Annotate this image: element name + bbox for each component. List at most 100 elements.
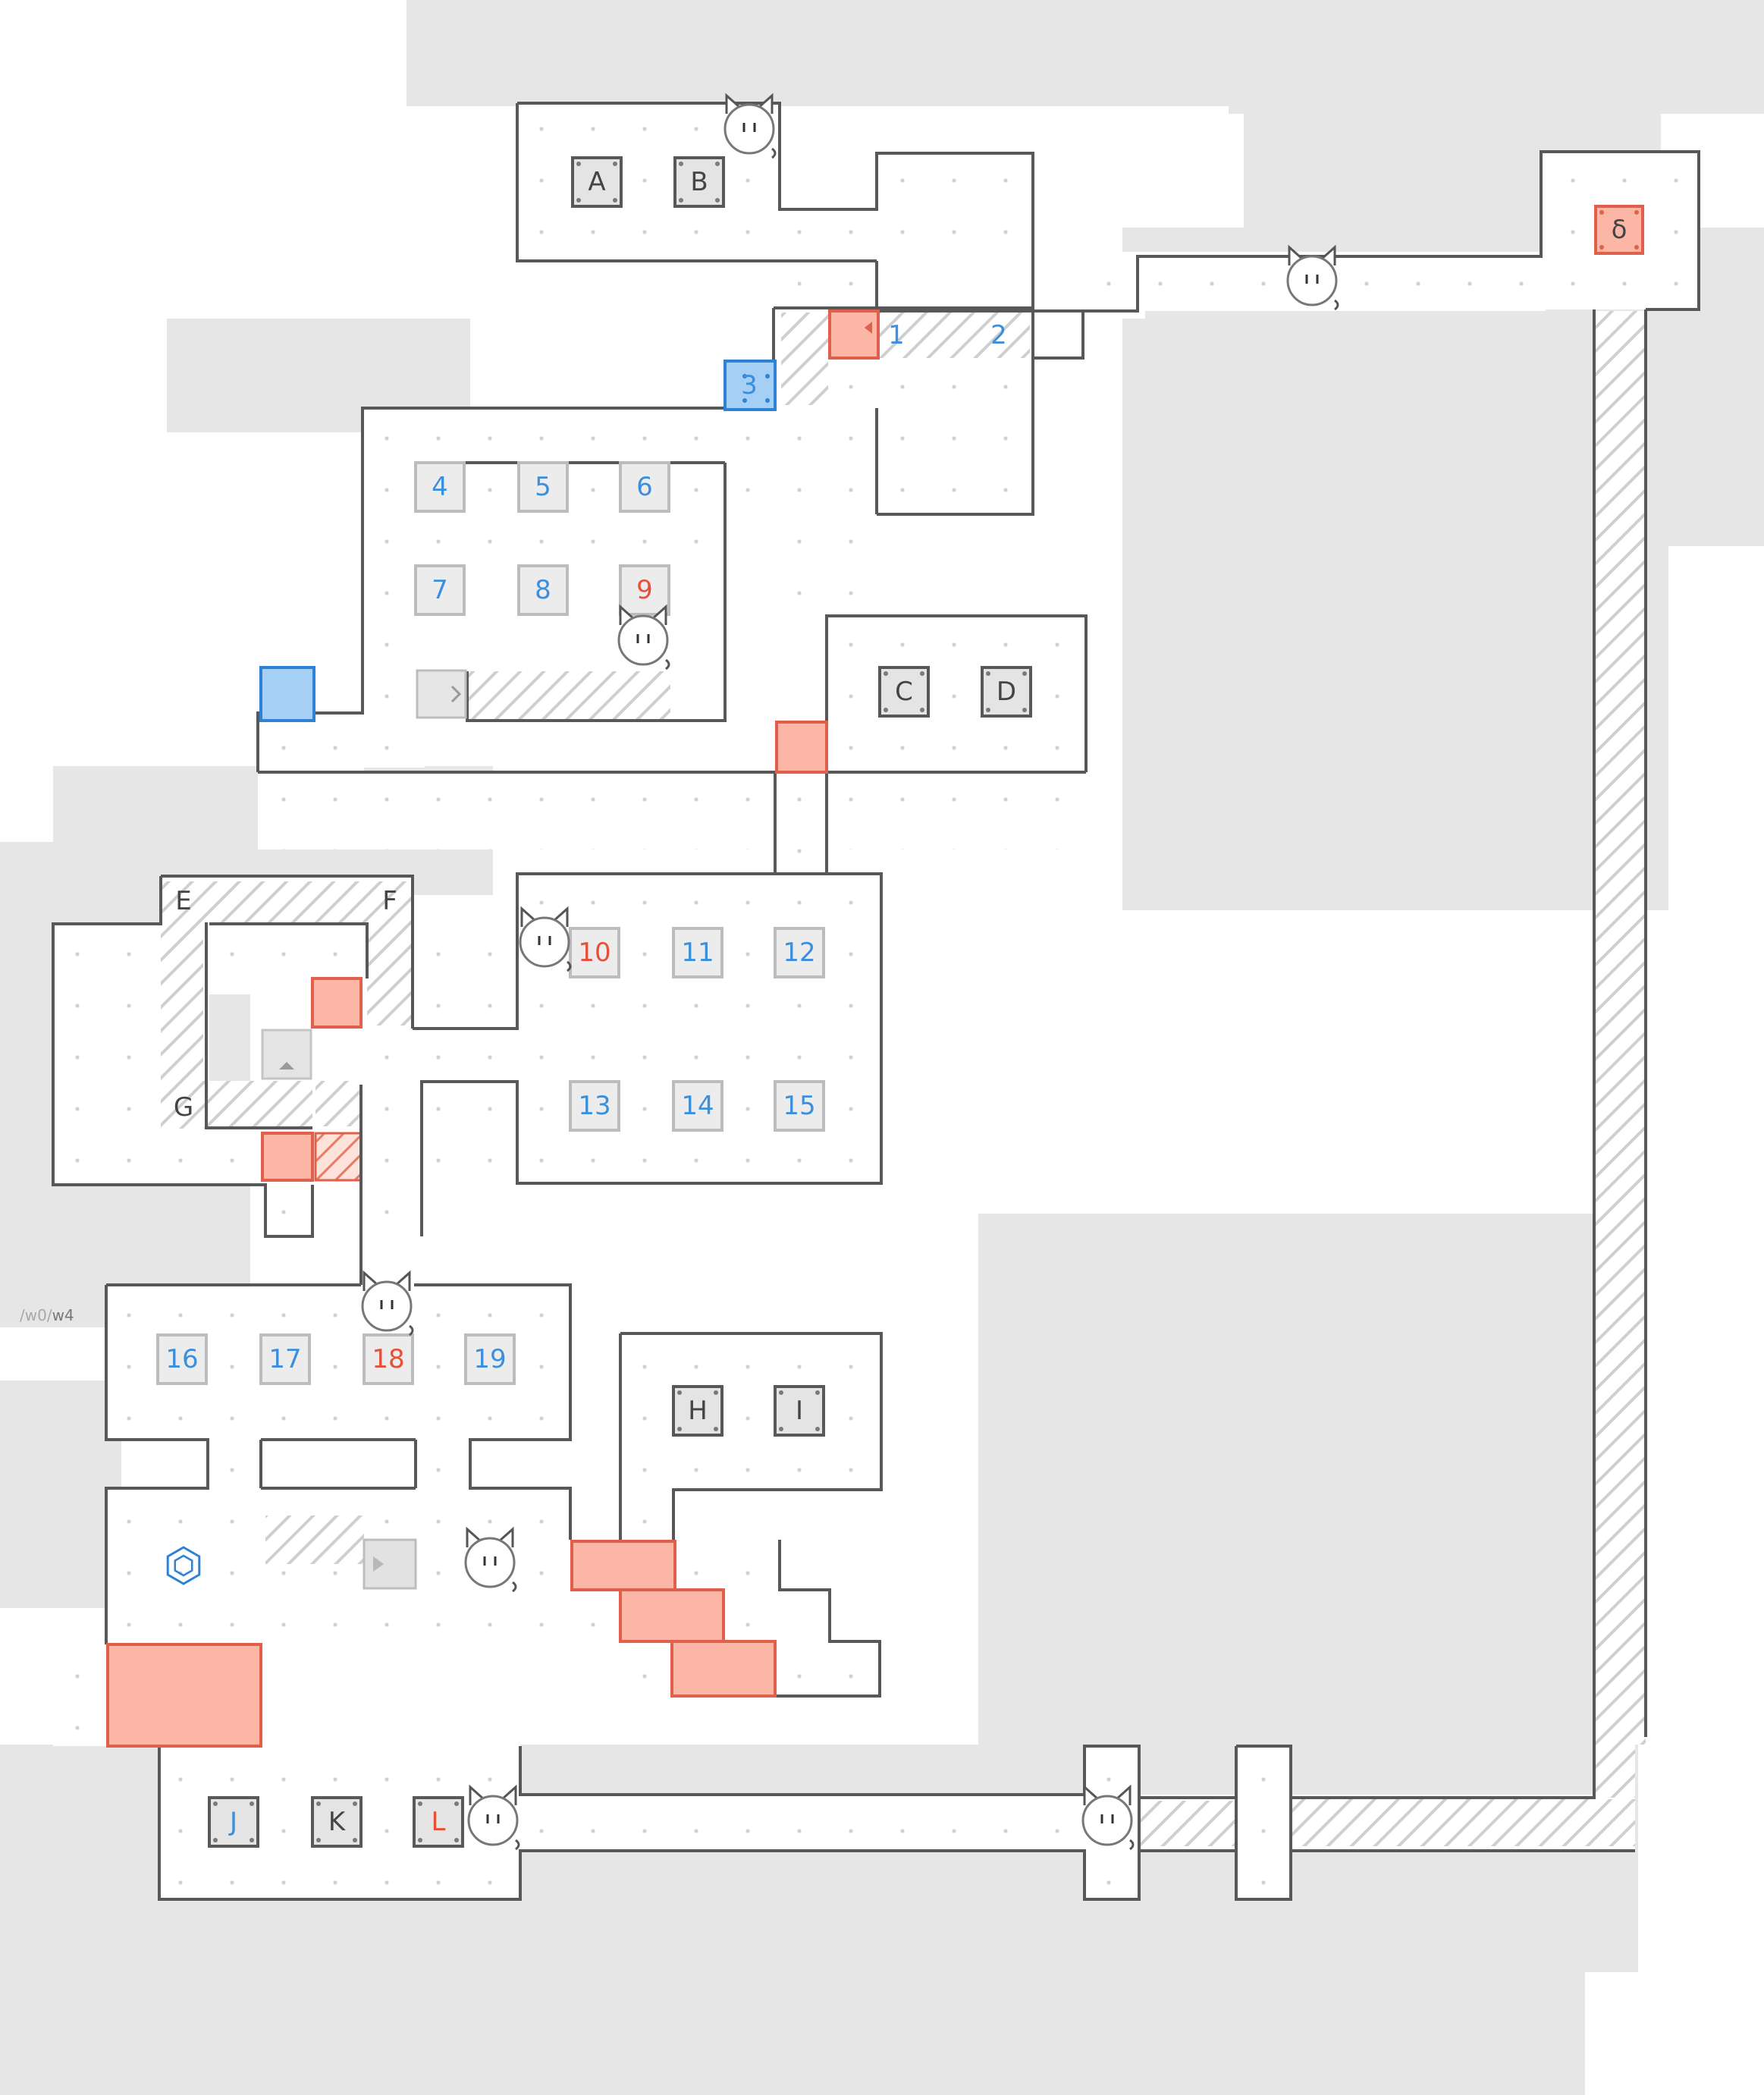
wall-23: [414, 1283, 572, 1540]
red-block-4: [106, 1643, 262, 1748]
letter-tile-rivet: [353, 1838, 357, 1842]
cat-head: [519, 916, 570, 968]
letter-tile-C: C: [878, 666, 930, 718]
breadcrumb-path: /w0/: [20, 1306, 52, 1324]
wall-12: [1033, 150, 1700, 313]
floor-dots-13: [775, 772, 827, 872]
letter-tile-A: A: [571, 156, 623, 208]
number-tile-label: 11: [681, 938, 714, 968]
letter-tile-rivet: [1022, 671, 1027, 676]
number-tile-label: 9: [636, 575, 653, 605]
letter-tile-L: L: [413, 1796, 464, 1848]
misc-icons: [166, 322, 872, 1590]
floor-dots-17: [1138, 256, 1546, 311]
number-tile-frame: [774, 927, 825, 978]
letter-tile-rivet: [714, 1390, 718, 1395]
goal-tile-rivet: [1634, 210, 1639, 215]
floor-dots-39: [519, 1795, 1084, 1851]
backdrop-patch-10: [1122, 228, 1668, 910]
wall-19: [209, 922, 369, 978]
breadcrumb-current: w4: [52, 1306, 74, 1324]
letter-tile-rivet: [613, 198, 617, 203]
letter-tile-label: D: [997, 677, 1016, 707]
letter-tile-rivet: [715, 198, 720, 203]
track-2: [467, 671, 670, 720]
letter-tile-rivet: [986, 708, 990, 712]
number-tile-label: 16: [165, 1344, 198, 1374]
hexagon-icon: [166, 1546, 201, 1585]
cat-tail: [771, 147, 777, 159]
letter-tile-rivet: [250, 1838, 254, 1842]
letter-tile-rivet: [250, 1801, 254, 1806]
floor-dots-2: [877, 153, 1033, 262]
track-9: [1594, 311, 1646, 1745]
number-tile-9: 9: [619, 564, 670, 616]
number-tile-15: 15: [774, 1080, 825, 1132]
letter-tile-rivet: [418, 1801, 422, 1806]
track-red-crossing: [314, 1132, 363, 1182]
letter-tile-label: C: [895, 677, 913, 707]
letter-tile-rivet: [779, 1427, 783, 1431]
letter-tile-rivet: [679, 162, 683, 166]
goal-tile-rivet: [1634, 245, 1639, 250]
number-tile-frame: [517, 461, 569, 513]
arrow-left-icon: [865, 322, 872, 334]
floor-dots-26: [422, 1026, 520, 1082]
zone-label-E: E: [175, 886, 191, 916]
red-block-3: [261, 1132, 314, 1182]
letter-tile-rivet: [715, 162, 720, 166]
letter-tile-rivet: [779, 1390, 783, 1395]
hexagon-inner: [174, 1554, 193, 1577]
cat-tail: [1129, 1839, 1135, 1851]
wall-29: [158, 1745, 1141, 1901]
number-tile-label: 10: [578, 938, 610, 968]
number-tile-13: 13: [569, 1080, 620, 1132]
cat-head: [467, 1795, 519, 1846]
letter-tile-B: B: [673, 156, 725, 208]
floor-dots-27: [361, 1079, 422, 1236]
letter-tile-label: B: [690, 167, 708, 197]
goal-tile-rivet: [1599, 210, 1604, 215]
blue-rivet-1: [742, 398, 747, 403]
letter-tile-label: A: [588, 167, 605, 197]
cat-icon: [617, 604, 670, 671]
wall-34: [1291, 1745, 1596, 1799]
cat-head: [617, 614, 669, 666]
letter-tile-frame: [571, 156, 623, 208]
number-tile-frame: [259, 1333, 311, 1385]
floor-dots-31: [416, 1440, 469, 1488]
track-12: [1291, 1799, 1635, 1846]
wall-30: [1235, 1745, 1292, 1901]
letter-tile-frame: [673, 156, 725, 208]
arrow-right-icon: [373, 1556, 384, 1572]
track-11: [1139, 1801, 1235, 1846]
number-tile-3: 3: [741, 370, 758, 400]
letter-tile-rivet: [920, 708, 924, 712]
floor-dots-33: [620, 1333, 881, 1490]
floor-dots-1: [780, 209, 877, 261]
number-tile-10: 10: [569, 927, 620, 978]
track-5: [367, 924, 413, 1026]
breadcrumb[interactable]: /w0/w4: [20, 1306, 74, 1324]
letter-tile-H: H: [672, 1385, 723, 1437]
floor-dots-30: [208, 1440, 261, 1488]
cat-tail: [665, 658, 670, 671]
letter-tile-rivet: [213, 1801, 218, 1806]
number-tile-17: 17: [259, 1333, 311, 1385]
letter-tile-D: D: [981, 666, 1032, 718]
track-7: [315, 1081, 361, 1126]
number-tile-frame: [363, 1333, 414, 1385]
letter-tile-rivet: [454, 1801, 459, 1806]
letter-tile-label: L: [432, 1807, 446, 1837]
cat-tail: [1334, 299, 1339, 311]
number-tile-label: 6: [636, 472, 653, 502]
blue-rivet-2: [765, 374, 770, 378]
letter-tile-frame: [981, 666, 1032, 718]
letter-tile-label: J: [228, 1807, 237, 1837]
number-tile-label: 12: [783, 938, 815, 968]
cat-icon: [361, 1270, 414, 1336]
letter-tile-rivet: [1022, 708, 1027, 712]
push-box: [261, 1029, 312, 1080]
cat-head: [1081, 1795, 1133, 1846]
